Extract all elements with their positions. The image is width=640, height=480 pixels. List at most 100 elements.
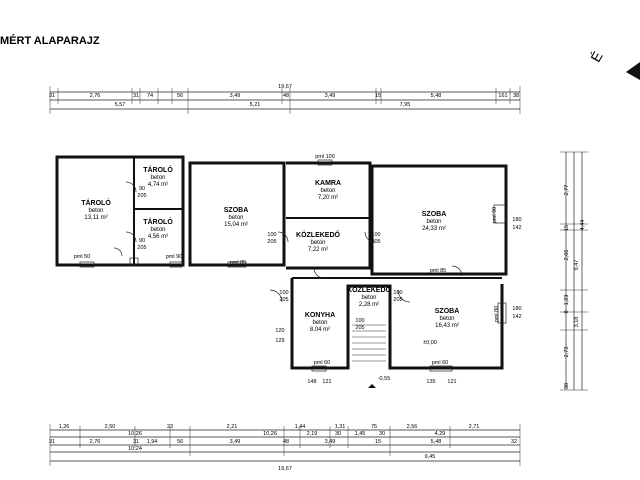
- dim-label: 7,95: [400, 102, 411, 108]
- room-pantry: KAMRA beton 7,20 m²: [315, 180, 341, 201]
- dim-label: 23: [167, 424, 173, 430]
- door-dim: 129: [275, 338, 284, 344]
- bottom-total-dim: 19,67: [278, 466, 292, 472]
- room-area: 8,04 m²: [310, 327, 330, 333]
- dim-label: 15: [375, 439, 381, 445]
- door-dim: 205: [393, 297, 402, 303]
- dim-label: 10,24: [128, 446, 142, 452]
- door-dim: 205: [371, 239, 380, 245]
- room-material: beton: [426, 219, 441, 225]
- dim-label: 4,29: [435, 431, 446, 437]
- room-material: beton: [320, 188, 335, 194]
- door-dim: 180: [512, 217, 521, 223]
- dim-label: 1,45: [355, 431, 366, 437]
- room-material: beton: [88, 208, 103, 214]
- room-storage-3: TÁROLÓ beton 4,56 m²: [143, 217, 173, 240]
- dim-label: 31: [49, 93, 55, 99]
- dim-label: 2,76: [90, 439, 101, 445]
- room-material: beton: [439, 316, 454, 322]
- dim-label: 2,19: [307, 431, 318, 437]
- dim-label: 2,73: [564, 347, 570, 358]
- dim-label: 8: [564, 310, 570, 313]
- dim-label: 9,45: [425, 454, 436, 460]
- level-mark: ±0,00: [423, 340, 437, 346]
- door-dim: 205: [137, 245, 146, 251]
- dim-label: 1,23: [564, 295, 570, 306]
- opening-label: pml 90: [492, 207, 498, 224]
- room-name: KÖZLEKEDŐ: [347, 285, 392, 294]
- dim-label: 31: [133, 93, 139, 99]
- dim-label: 15: [375, 93, 381, 99]
- top-dimension-chain: 19,67 31 2,76 31 74 56 3,49 48 3,49 15 5…: [49, 84, 521, 114]
- level-mark: -0,55: [378, 376, 391, 382]
- room-bedroom-2: SZOBA beton 24,33 m²: [422, 211, 447, 232]
- dim-label: 30: [379, 431, 385, 437]
- north-arrow-icon: É: [587, 49, 640, 80]
- dim-label: 1,44: [295, 424, 306, 430]
- opening-label: pml 80: [494, 306, 500, 323]
- dim-label: 3,49: [230, 439, 241, 445]
- room-material: beton: [310, 240, 325, 246]
- door-dim: 148: [307, 379, 316, 385]
- dim-label: 31: [133, 439, 139, 445]
- room-name: SZOBA: [224, 207, 249, 214]
- room-area: 15,04 m²: [224, 222, 248, 228]
- dim-label: 1,31: [335, 424, 346, 430]
- door-dim: 142: [512, 225, 521, 231]
- room-storage-2: TÁROLÓ beton 4,74 m²: [143, 165, 173, 188]
- room-material: beton: [228, 215, 243, 221]
- door-dim: 100: [267, 232, 276, 238]
- opening-labels: pml 50 pml 90 pml 100 pml 85 pml 85 pml …: [74, 154, 522, 385]
- door-dim: 135: [426, 379, 435, 385]
- dim-label: 1,26: [59, 424, 70, 430]
- room-material: beton: [150, 227, 165, 233]
- dim-label: 48: [283, 93, 289, 99]
- plan-title: MÉRT ALAPARAJZ: [0, 34, 100, 47]
- dim-label: 2,76: [90, 93, 101, 99]
- building-walls: [55, 155, 508, 372]
- dim-label: 30: [335, 431, 341, 437]
- opening-label: pml 90: [166, 254, 183, 260]
- dim-label: 48: [283, 439, 289, 445]
- dim-label: 2,71: [469, 424, 480, 430]
- dim-label: 3,18: [574, 317, 580, 328]
- right-dimension-chain: 2,77 15 4,44 2,66 9,47 1,23 8 3,18 2,73 …: [560, 151, 588, 391]
- dim-label: 31: [49, 439, 55, 445]
- dim-label: 2,77: [564, 185, 570, 196]
- dim-label: 38: [513, 93, 519, 99]
- dim-label: 2,66: [564, 250, 570, 261]
- room-bedroom-3: SZOBA beton 16,43 m²: [435, 308, 460, 329]
- door-dim: 205: [355, 325, 364, 331]
- room-name: KONYHA: [305, 312, 335, 319]
- door-dim: 100: [393, 290, 402, 296]
- door-dim: 142: [512, 314, 521, 320]
- room-name: SZOBA: [422, 211, 447, 218]
- dim-label: 2,56: [407, 424, 418, 430]
- opening-label: pml 60: [314, 360, 331, 366]
- room-name: TÁROLÓ: [81, 198, 111, 207]
- opening-label: pml 60: [432, 360, 449, 366]
- room-name: SZOBA: [435, 308, 460, 315]
- door-dim: 90: [139, 238, 145, 244]
- dim-label: 4,44: [580, 220, 586, 231]
- dim-label: 5,48: [431, 439, 442, 445]
- dim-label: 75: [371, 424, 377, 430]
- door-dim: 121: [447, 379, 456, 385]
- room-name: KÖZLEKEDŐ: [296, 230, 341, 239]
- door-dim: 205: [267, 239, 276, 245]
- room-area: 2,28 m²: [359, 302, 379, 308]
- dim-label: 74: [147, 93, 153, 99]
- dim-label: 10,26: [263, 431, 277, 437]
- dim-label: 9,47: [574, 260, 580, 271]
- door-dim: 121: [322, 379, 331, 385]
- dim-label: 5,57: [115, 102, 126, 108]
- opening-label: pml 85: [230, 260, 247, 266]
- opening-label: pml 50: [74, 254, 91, 260]
- door-dim: 90: [139, 186, 145, 192]
- bottom-dimension-chain: 1,26 2,50 23 2,21 1,44 1,31 75 2,56 2,71…: [49, 424, 521, 472]
- top-total-dim: 19,67: [278, 84, 292, 90]
- room-material: beton: [150, 175, 165, 181]
- room-name: TÁROLÓ: [143, 217, 173, 226]
- room-material: beton: [312, 320, 327, 326]
- level-arrow-icon: [368, 384, 376, 388]
